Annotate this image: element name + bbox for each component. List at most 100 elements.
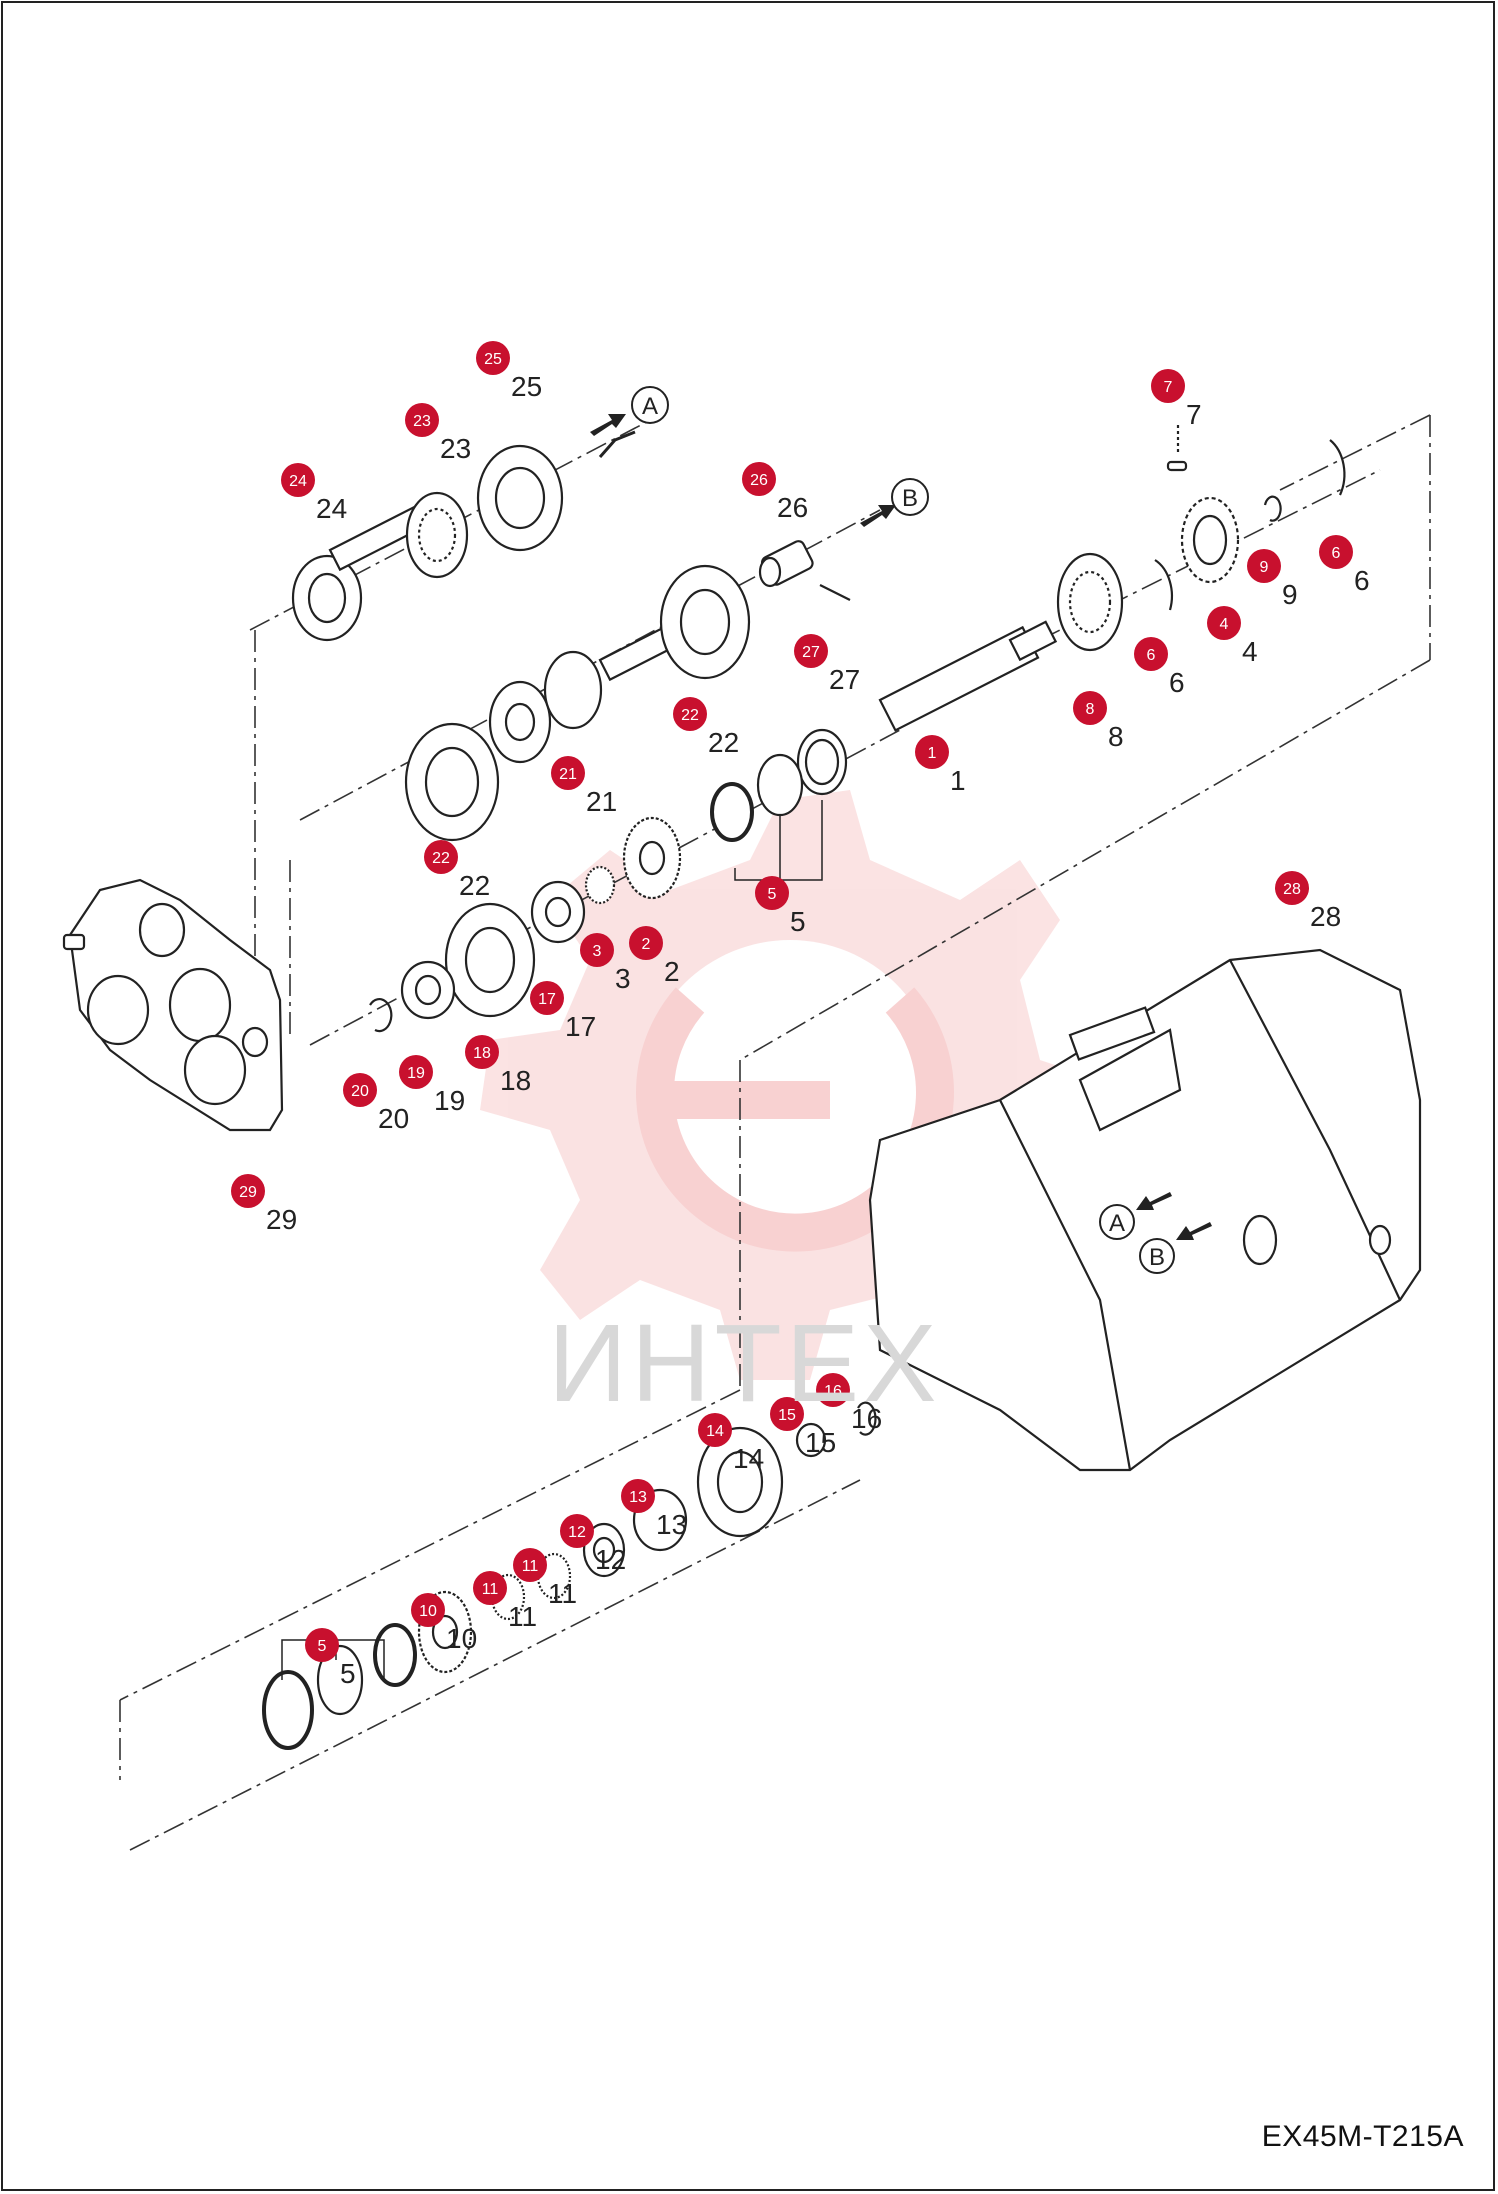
callout-number: 2 (642, 936, 651, 953)
callout-dot (281, 463, 315, 497)
callout-dot (755, 876, 789, 910)
callout-c1: 11 (915, 735, 966, 796)
part-number-label: 3 (615, 963, 631, 994)
callout-c5a: 55 (755, 876, 806, 937)
callout-number: 6 (1332, 545, 1341, 562)
callout-number: 28 (1283, 881, 1301, 898)
part-number-label: 14 (733, 1443, 764, 1474)
callout-dot (551, 756, 585, 790)
part-number-label: 26 (777, 492, 808, 523)
callout-c8: 88 (1073, 691, 1124, 752)
arrow-to-B: B (860, 478, 929, 527)
callout-number: 8 (1086, 701, 1095, 718)
callout-dot (476, 341, 510, 375)
callout-dot (621, 1479, 655, 1513)
callout-dot (816, 1373, 850, 1407)
part-number-label: 12 (595, 1544, 626, 1575)
callout-dot (1319, 535, 1353, 569)
callout-c6a: 66 (1134, 637, 1185, 698)
callout-number: 26 (750, 472, 768, 489)
lower-gear-row (262, 1401, 877, 1750)
callout-dot (343, 1073, 377, 1107)
callout-dot (1275, 871, 1309, 905)
callout-dot (629, 926, 663, 960)
part-number-label: 10 (446, 1623, 477, 1654)
part-number-label: 9 (1282, 579, 1298, 610)
callout-number: 29 (239, 1184, 257, 1201)
callout-dot (1134, 637, 1168, 671)
callout-dot (1151, 369, 1185, 403)
countershaft-group (404, 540, 851, 842)
part-number-label: 5 (790, 906, 806, 937)
callout-number: 16 (824, 1383, 842, 1400)
callout-number: 27 (802, 644, 820, 661)
callout-c26: 26 26 (742, 462, 808, 523)
part-number-label: 11 (508, 1601, 537, 1632)
part-number-label: 6 (1169, 667, 1185, 698)
callout-number: 24 (289, 473, 307, 490)
part-number-label: 11 (548, 1578, 577, 1609)
callout-dot (530, 981, 564, 1015)
part-number-label: 13 (656, 1509, 687, 1540)
housing-ref-B: B (1139, 1222, 1212, 1274)
callout-c3: 33 (580, 933, 631, 994)
callout-number: 6 (1147, 647, 1156, 664)
part-number-label: 4 (1242, 636, 1258, 667)
callout-c2: 22 (629, 926, 680, 987)
callout-c11a: 11 11 (473, 1571, 537, 1632)
part-number-label: 18 (500, 1065, 531, 1096)
callout-c7: 77 (1151, 369, 1202, 430)
callout-dot (231, 1174, 265, 1208)
callout-dot (580, 933, 614, 967)
callout-number: 1 (928, 745, 937, 762)
callout-dot (465, 1035, 499, 1069)
callout-c27: 27 27 (794, 634, 860, 695)
callout-number: 3 (593, 943, 602, 960)
callout-dot (1073, 691, 1107, 725)
callout-number: 18 (473, 1045, 491, 1062)
arrow-to-A: A (590, 386, 669, 436)
callout-c5b: 55 (305, 1628, 356, 1689)
ref-A-label: A (642, 393, 658, 420)
callout-dot (915, 735, 949, 769)
drawing-code: EX45M-T215A (1261, 2120, 1464, 2153)
part-number-label: 5 (340, 1658, 356, 1689)
callout-number: 7 (1164, 379, 1173, 396)
callout-number: 11 (482, 1581, 499, 1598)
callout-dot (673, 697, 707, 731)
callout-dot (473, 1571, 507, 1605)
part-number-label: 8 (1108, 721, 1124, 752)
input-shaft-group (291, 430, 636, 642)
main-shaft-group (878, 425, 1346, 732)
part-number-label: 27 (829, 664, 860, 695)
callout-dot (513, 1548, 547, 1582)
part-number-label: 2 (664, 956, 680, 987)
callout-dot (770, 1397, 804, 1431)
callout-number: 21 (559, 766, 577, 783)
callout-number: 23 (413, 413, 431, 430)
part-number-label: 15 (805, 1427, 836, 1458)
ref-B-label: B (902, 485, 918, 512)
callout-c4: 44 (1207, 606, 1258, 667)
part-number-label: 19 (434, 1085, 465, 1116)
housing-ref-A: A (1099, 1192, 1172, 1240)
housing-ref-A-label: A (1109, 1210, 1125, 1237)
callout-number: 17 (538, 991, 556, 1008)
part-number-label: 6 (1354, 565, 1370, 596)
callout-dot (742, 462, 776, 496)
